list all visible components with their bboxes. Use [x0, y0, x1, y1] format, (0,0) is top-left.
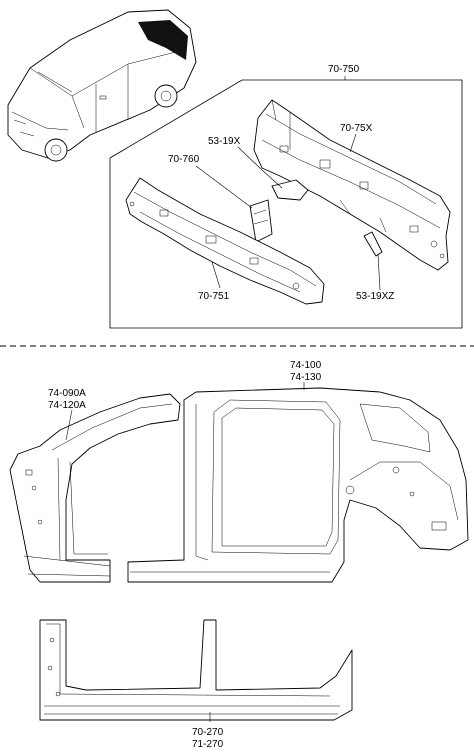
label-rear-side-outer-a: 74-100 — [290, 360, 322, 371]
label-sill-b: 71-270 — [192, 739, 224, 750]
label-rear-panel-upper: 70-75X — [340, 123, 373, 134]
bracket-lower-illustration — [363, 231, 383, 257]
label-reinforcement: 70-760 — [168, 154, 200, 165]
rear-side-outer-illustration — [127, 387, 469, 583]
leader-lines-top — [195, 76, 381, 291]
label-bracket-upper: 53-19X — [208, 136, 241, 147]
front-side-outer-illustration — [9, 393, 181, 583]
label-bracket-lower: 53-19XZ — [356, 291, 394, 302]
callout-box — [109, 79, 463, 329]
sill-illustration — [39, 619, 353, 721]
label-rear-side-outer-b: 74-130 — [290, 372, 322, 383]
vehicle-illustration — [7, 9, 197, 162]
reinforcement-illustration — [249, 199, 273, 243]
label-sill-a: 70-270 — [192, 727, 224, 738]
rear-panel-lower-illustration — [125, 177, 325, 305]
rear-panel-upper-illustration — [253, 99, 451, 271]
leader-lines-bottom — [65, 382, 305, 722]
bracket-upper-illustration — [271, 179, 309, 201]
label-rear-panel-assy: 70-750 — [328, 64, 360, 75]
label-rear-panel-lower: 70-751 — [198, 291, 230, 302]
label-front-side-outer-a: 74-090A — [48, 388, 86, 399]
label-front-side-outer-b: 74-120A — [48, 400, 86, 411]
